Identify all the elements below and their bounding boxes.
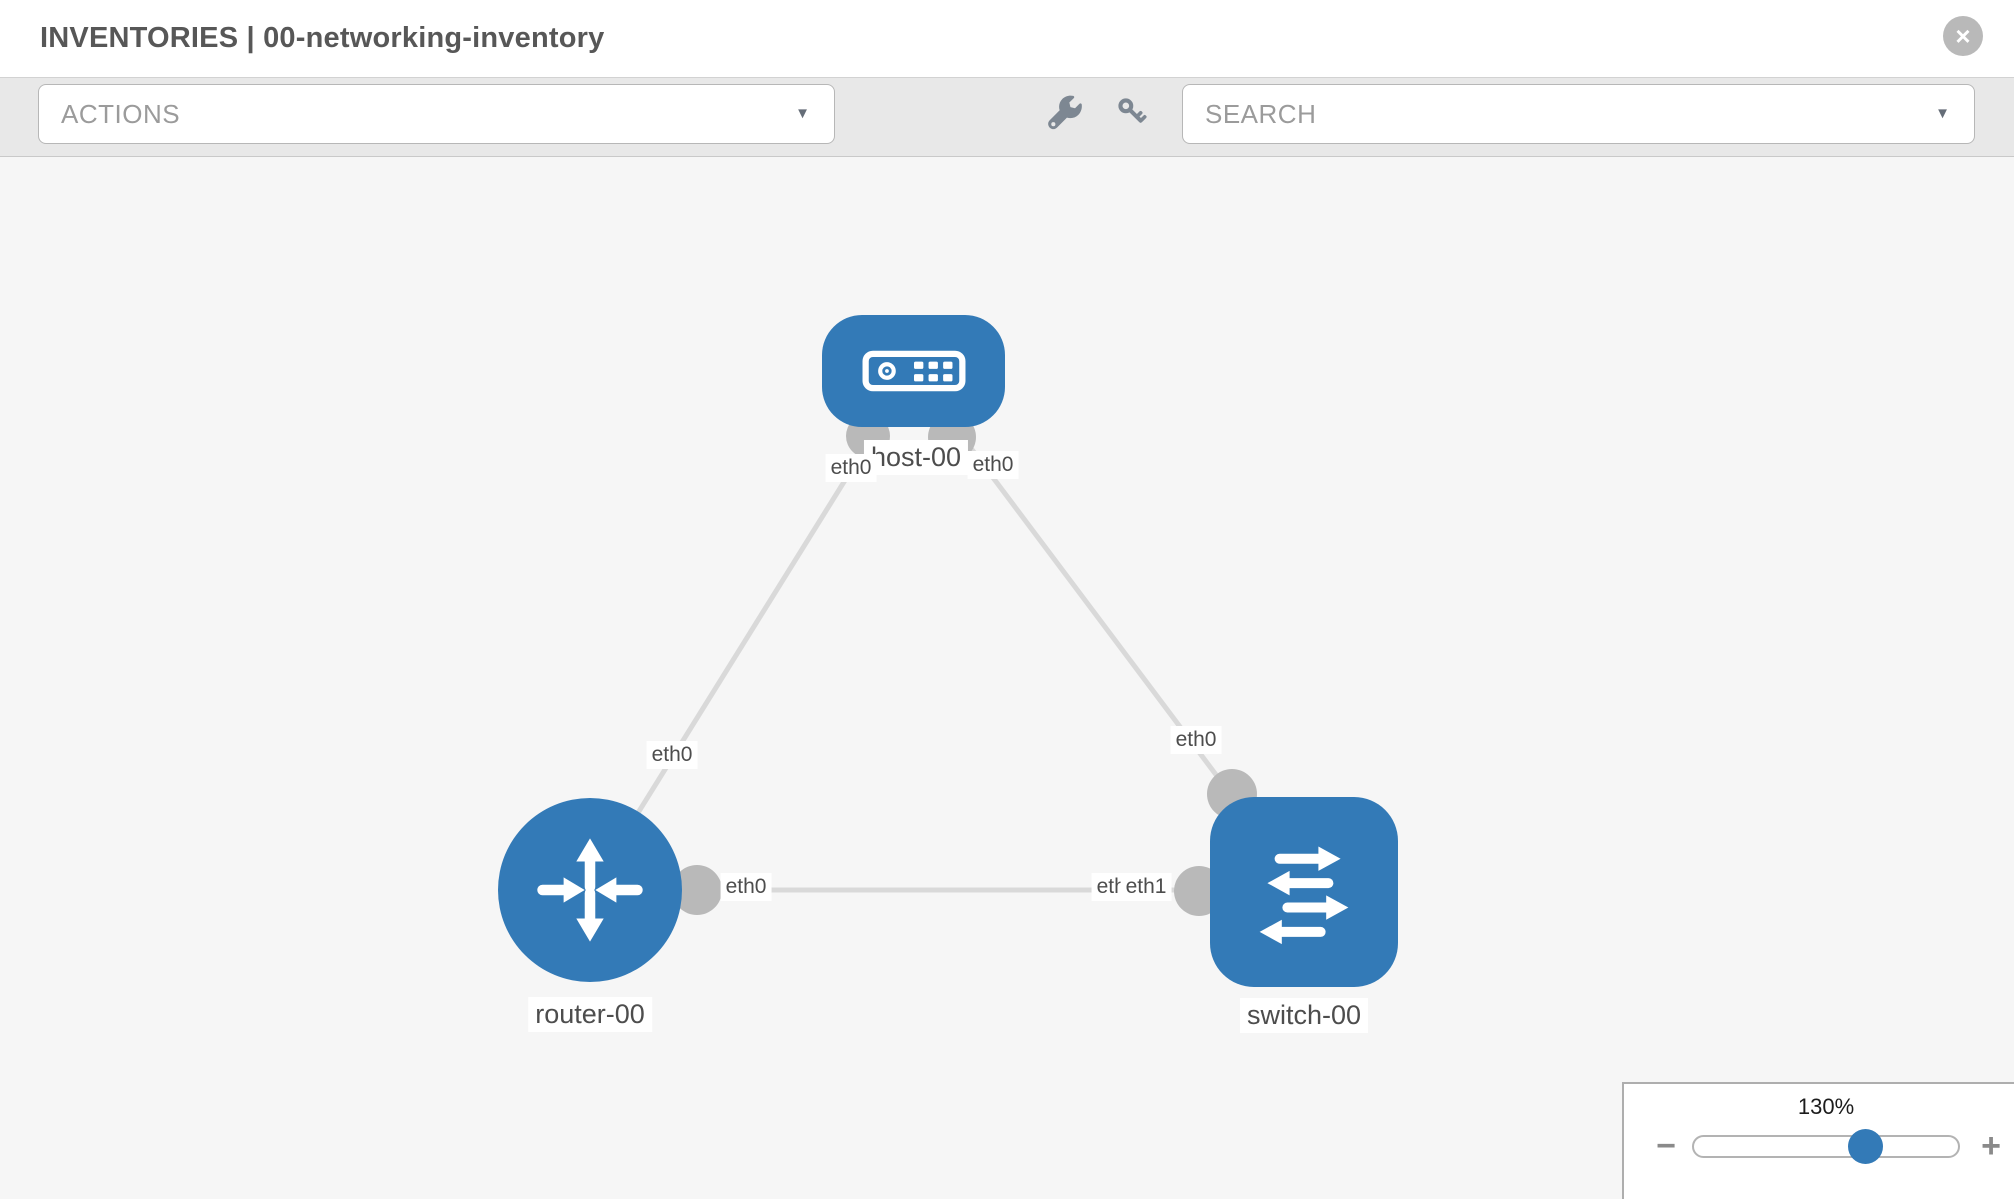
iface-label-host-eth0-right: eth0 bbox=[967, 451, 1019, 479]
tools-button[interactable] bbox=[1046, 94, 1086, 134]
actions-dropdown[interactable]: ACTIONS ▼ bbox=[38, 84, 835, 144]
close-icon[interactable]: × bbox=[1943, 16, 1983, 56]
credentials-button[interactable] bbox=[1113, 94, 1153, 134]
zoom-widget: 130% − + bbox=[1622, 1082, 2014, 1199]
node-router-00[interactable] bbox=[498, 798, 682, 982]
endpoint-router-right bbox=[672, 865, 722, 915]
actions-dropdown-label: ACTIONS bbox=[61, 98, 181, 129]
zoom-slider-track[interactable] bbox=[1692, 1135, 1960, 1158]
zoom-in-button[interactable]: + bbox=[1973, 1128, 2009, 1164]
zoom-percent-label: 130% bbox=[1797, 1094, 1855, 1119]
node-label-switch-00: switch-00 bbox=[1239, 998, 1369, 1033]
node-switch-00[interactable] bbox=[1210, 797, 1398, 987]
topology-canvas[interactable]: host-00 router-00 switch-00 eth0 eth0 et… bbox=[0, 157, 2014, 1199]
iface-label-router-eth0-top: eth0 bbox=[646, 741, 698, 769]
zoom-out-button[interactable]: − bbox=[1648, 1128, 1684, 1164]
toolbar: ACTIONS ▼ SEARCH ▼ bbox=[0, 77, 2014, 157]
iface-label-router-eth0-right: eth0 bbox=[720, 873, 772, 901]
node-label-host-00: host-00 bbox=[863, 440, 969, 475]
wrench-icon bbox=[1048, 95, 1082, 130]
caret-down-icon: ▼ bbox=[1935, 104, 1950, 122]
iface-label-host-eth0-left: eth0 bbox=[825, 454, 877, 482]
search-dropdown-label: SEARCH bbox=[1205, 98, 1317, 129]
host-icon bbox=[862, 350, 965, 392]
switch-icon bbox=[1259, 846, 1349, 945]
iface-label-switch-eth0-top: eth0 bbox=[1170, 726, 1222, 754]
iface-label-switch-eth1: eth1 bbox=[1120, 873, 1172, 901]
node-host-00[interactable] bbox=[822, 315, 1005, 427]
page-title: INVENTORIES | 00-networking-inventory bbox=[40, 22, 605, 54]
key-icon bbox=[1118, 98, 1147, 123]
node-label-router-00: router-00 bbox=[528, 997, 652, 1032]
zoom-slider-thumb[interactable] bbox=[1848, 1129, 1883, 1164]
router-icon bbox=[537, 838, 643, 942]
links-layer bbox=[587, 369, 1306, 916]
header: INVENTORIES | 00-networking-inventory × bbox=[0, 0, 2014, 77]
caret-down-icon: ▼ bbox=[795, 104, 810, 122]
search-dropdown[interactable]: SEARCH ▼ bbox=[1182, 84, 1975, 144]
